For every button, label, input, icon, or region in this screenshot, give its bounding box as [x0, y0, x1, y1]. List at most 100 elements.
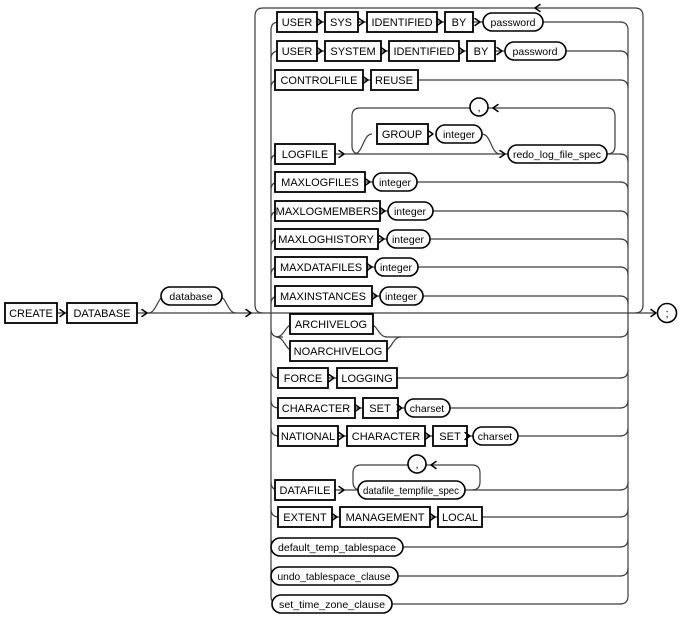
- variable-datafile-tempfile-spec: [357, 480, 466, 500]
- statement-terminator: [656, 302, 678, 324]
- option-logfile: LOGFILE GROUP integer redo_log_file_spec…: [274, 97, 621, 165]
- statement-terminator-label: ;: [665, 308, 668, 320]
- variable-integer: [387, 201, 434, 221]
- variable-integer: [386, 229, 431, 249]
- variable-charset: [404, 398, 451, 418]
- option-maxloghistory: MAXLOGHISTORY integer: [274, 228, 621, 250]
- keyword-identified: [388, 40, 460, 62]
- arrow-right-icon: [141, 308, 148, 318]
- arrow-right-icon: [429, 512, 436, 522]
- keyword-user: [276, 40, 318, 62]
- arrow-right-icon: [362, 75, 369, 85]
- keyword-character: [346, 425, 426, 447]
- keyword-maxdatafiles: [274, 256, 368, 278]
- arrow-right-icon: [378, 234, 385, 244]
- option-maxinstances: MAXINSTANCES integer: [274, 285, 621, 307]
- option-maxlogmembers: MAXLOGMEMBERS integer: [274, 200, 621, 222]
- group-bypass-line: [353, 133, 501, 155]
- variable-integer-label: integer: [443, 129, 476, 141]
- keyword-maxloghistory: [274, 228, 379, 250]
- keyword-reuse: [370, 69, 419, 91]
- arrow-right-icon: [354, 403, 361, 413]
- variable-charset-label: charset: [478, 431, 513, 443]
- arrow-right-icon: [424, 431, 431, 441]
- loop-separator-comma-label: ,: [477, 102, 480, 114]
- rails: [57, 3, 655, 605]
- keyword-group: [376, 123, 429, 145]
- arrow-right-icon: [338, 431, 345, 441]
- option-datafile: DATAFILE datafile_tempfile_spec ,: [274, 454, 621, 501]
- variable-password-label: password: [513, 46, 558, 58]
- keyword-logging: [336, 367, 398, 389]
- keyword-noarchivelog-label: NOARCHIVELOG: [294, 346, 383, 358]
- arrow-left-icon: [430, 460, 437, 470]
- arrow-left-icon: [534, 3, 541, 13]
- arrow-right-icon: [396, 403, 403, 413]
- variable-database: [160, 286, 223, 306]
- keyword-local-label: LOCAL: [442, 512, 478, 524]
- option-national-character-set: NATIONAL CHARACTER SET charset: [277, 425, 621, 447]
- option-character-set: CHARACTER SET charset: [277, 397, 621, 419]
- variable-integer: [435, 124, 483, 144]
- variable-integer-label: integer: [379, 177, 412, 189]
- keyword-logfile-label: LOGFILE: [282, 149, 328, 161]
- variable-integer: [379, 286, 424, 306]
- keyword-maxloghistory-label: MAXLOGHISTORY: [278, 234, 374, 246]
- arrow-right-icon: [338, 149, 345, 159]
- option-extent-management: EXTENT MANAGEMENT LOCAL: [277, 506, 621, 528]
- option-undo-tablespace-clause: undo_tablespace_clause: [270, 566, 621, 586]
- arrow-right-icon: [245, 308, 252, 318]
- variable-redo-log-file-spec-label: redo_log_file_spec: [513, 149, 601, 161]
- keyword-noarchivelog: [289, 340, 388, 362]
- keyword-datafile-label: DATAFILE: [280, 485, 331, 497]
- option-user-system: USER SYSTEM IDENTIFIED BY password: [276, 40, 621, 62]
- repeat-loop-line: [254, 7, 644, 314]
- variable-password: [482, 12, 544, 32]
- option-default-temp-tablespace: default_temp_tablespace: [270, 537, 621, 557]
- keyword-by-label: BY: [452, 17, 467, 29]
- keyword-local: [437, 506, 483, 528]
- loop-separator-comma: [407, 454, 427, 474]
- keyword-archivelog: [289, 313, 374, 335]
- variable-set-time-zone-clause-label: set_time_zone_clause: [279, 599, 385, 611]
- variable-integer: [372, 172, 418, 192]
- keyword-set-label: SET: [369, 403, 391, 415]
- variable-charset: [472, 426, 519, 446]
- arrow-right-icon: [474, 17, 481, 27]
- keyword-identified-label: IDENTIFIED: [371, 17, 432, 29]
- keyword-sys-label: SYS: [330, 17, 352, 29]
- keyword-set: [362, 397, 399, 419]
- keyword-database-label: DATABASE: [73, 308, 130, 320]
- keyword-by: [444, 11, 474, 33]
- keyword-datafile: [274, 479, 336, 501]
- keyword-force: [277, 367, 329, 389]
- keyword-create-label: CREATE: [9, 308, 53, 320]
- variable-set-time-zone-clause: [271, 594, 393, 614]
- variable-integer-label: integer: [392, 234, 425, 246]
- keyword-identified: [366, 11, 438, 33]
- keyword-maxlogfiles: [274, 171, 366, 193]
- right-spine-hooks: [619, 50, 629, 577]
- arrow-right-icon: [366, 262, 373, 272]
- keyword-archivelog-label: ARCHIVELOG: [295, 319, 367, 331]
- arrow-right-icon: [371, 291, 378, 301]
- keyword-logfile: [274, 143, 336, 165]
- arrow-right-icon: [458, 46, 465, 56]
- keyword-maxinstances: [274, 285, 373, 307]
- keyword-set-label: SET: [439, 431, 461, 443]
- keyword-by-label: BY: [474, 46, 489, 58]
- keyword-user: [276, 11, 318, 33]
- variable-default-temp-tablespace: [270, 537, 404, 557]
- arrow-right-icon: [464, 431, 471, 441]
- variable-undo-tablespace-clause: [270, 566, 399, 586]
- variable-password: [504, 41, 567, 61]
- keyword-by: [466, 40, 496, 62]
- variable-redo-log-file-spec: [507, 144, 608, 164]
- keyword-reuse-label: REUSE: [375, 75, 413, 87]
- variable-password-label: password: [491, 17, 536, 29]
- keyword-maxlogfiles-label: MAXLOGFILES: [281, 177, 359, 189]
- option-maxdatafiles: MAXDATAFILES integer: [274, 256, 621, 278]
- variable-charset-label: charset: [410, 403, 445, 415]
- right-merge-spine: [619, 21, 629, 605]
- option-set-time-zone-clause: set_time_zone_clause: [271, 594, 621, 614]
